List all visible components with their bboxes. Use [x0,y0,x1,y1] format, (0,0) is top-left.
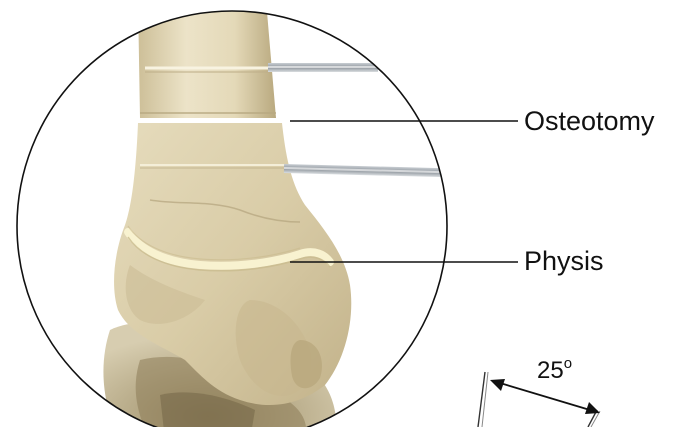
arrow-head-right-icon [585,402,600,414]
angle-label: 25o [537,357,572,385]
angle-arrow [500,383,590,410]
proximal-femur-segment [138,0,276,118]
angle-unit: o [564,355,572,372]
angle-value: 25 [537,357,564,384]
arrow-head-left-icon [490,379,505,391]
osteotomy-label: Osteotomy [524,106,655,137]
pin-upper [268,63,378,72]
physis-label: Physis [524,246,604,277]
osteotomy-gap [134,118,284,123]
